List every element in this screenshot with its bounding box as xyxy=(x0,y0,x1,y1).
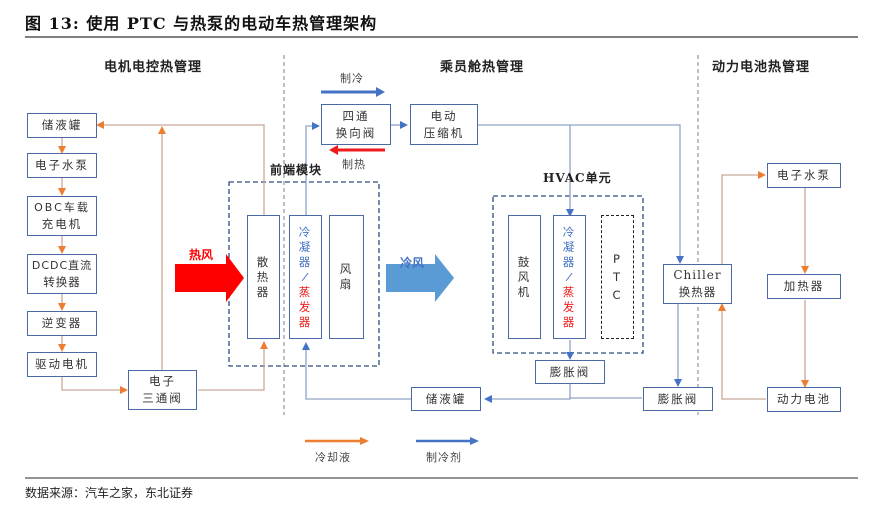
radiator-char: 器 xyxy=(256,284,271,299)
figure-source: 数据来源：汽车之家，东北证券 xyxy=(25,486,194,500)
valve-line1: 电子 xyxy=(149,374,176,388)
fan-char: 扇 xyxy=(339,277,354,291)
refrigerant-reservoir-box: 储液罐 xyxy=(411,387,481,411)
obc-line1: OBC车载 xyxy=(34,201,90,214)
hvac-evaporator-char: 蒸 xyxy=(562,284,577,299)
front-condenser-box: 冷凝器/ 蒸发器 xyxy=(289,215,322,339)
motor-pump-box: 电子水泵 xyxy=(27,153,97,178)
heating-arrow-head xyxy=(329,145,338,155)
motor-reservoir-box: 储液罐 xyxy=(27,113,97,138)
fan-label: 风扇 xyxy=(340,262,354,292)
evaporator-char: 蒸 xyxy=(298,284,313,299)
four-way-valve-box: 四通 换向阀 xyxy=(321,104,391,145)
hvac-condenser-text: 冷凝器/ xyxy=(563,225,577,285)
hvac-expansion-valve-box: 膨胀阀 xyxy=(535,360,605,384)
chiller-box: Chiller 换热器 xyxy=(663,264,732,304)
hvac-condenser-char: 凝 xyxy=(562,239,577,254)
cooling-arrow-head xyxy=(376,87,385,97)
figure-title: 图 13: 使用 PTC 与热泵的电动车热管理架构 xyxy=(25,14,378,33)
hot-air-label: 热风 xyxy=(189,248,214,262)
section-title-motor: 电机电控热管理 xyxy=(104,60,203,75)
condenser-text: 冷凝器/ xyxy=(299,225,313,285)
blower-box: 鼓风机 xyxy=(508,215,541,339)
flow-condenser-fourway xyxy=(305,122,320,216)
legend-coolant-head xyxy=(360,437,369,445)
cold-air-arrow xyxy=(386,254,454,302)
flow-expvalve-reservoir xyxy=(484,383,571,403)
flow-motor-valve xyxy=(61,377,128,394)
compressor-line2: 压缩机 xyxy=(423,125,465,140)
radiator-char: 散 xyxy=(256,254,271,269)
hvac-evaporator-text: 蒸发器 xyxy=(563,285,577,330)
section-title-cabin: 乘员舱热管理 xyxy=(440,60,525,75)
hvac-evaporator-box: 冷凝器/ 蒸发器 xyxy=(553,215,586,339)
condenser-char: 冷 xyxy=(298,224,313,239)
legend-refrigerant-label: 制冷剂 xyxy=(426,451,462,464)
hvac-condenser-char: / xyxy=(564,268,575,285)
flow-radiator-reservoir xyxy=(96,121,265,216)
cooling-label: 制冷 xyxy=(340,72,364,85)
chiller-line2: 换热器 xyxy=(678,285,717,299)
heating-label: 制热 xyxy=(342,158,366,171)
hvac-label: HVAC单元 xyxy=(543,171,612,185)
obc-box: OBC车载 充电机 xyxy=(27,196,97,236)
evaporator-text: 蒸发器 xyxy=(299,285,313,330)
fan-box: 风扇 xyxy=(329,215,364,339)
battery-box: 动力电池 xyxy=(767,387,841,412)
radiator-label: 散热器 xyxy=(257,255,271,300)
blower-char: 机 xyxy=(517,284,532,299)
front-condenser-label: 冷凝器/ 蒸发器 xyxy=(299,225,313,330)
dcdc-line2: 转换器 xyxy=(43,275,81,289)
radiator-box: 散热器 xyxy=(247,215,280,339)
hvac-condenser-char: 器 xyxy=(562,254,577,269)
hot-air-arrow xyxy=(175,254,244,302)
compressor-box: 电动 压缩机 xyxy=(410,104,478,145)
hvac-group xyxy=(492,195,644,354)
inverter-box: 逆变器 xyxy=(27,311,97,336)
heater-box: 加热器 xyxy=(767,274,841,299)
evaporator-char: 器 xyxy=(298,314,313,329)
obc-line2: 充电机 xyxy=(41,217,83,231)
flow-reservoir-condenser xyxy=(302,342,412,400)
valve-line2: 三通阀 xyxy=(142,391,183,405)
drive-motor-box: 驱动电机 xyxy=(27,352,97,377)
hvac-evaporator-char: 发 xyxy=(562,299,577,314)
legend-coolant-label: 冷却液 xyxy=(315,451,351,464)
cold-air-label: 冷风 xyxy=(400,256,425,270)
hvac-evaporator-char: 器 xyxy=(562,314,577,329)
blower-label: 鼓风机 xyxy=(518,255,532,300)
section-title-battery: 动力电池热管理 xyxy=(712,60,811,75)
legend-refrigerant-head xyxy=(470,437,479,445)
battery-pump-box: 电子水泵 xyxy=(767,163,841,188)
ptc-char: C xyxy=(612,288,623,302)
condenser-char: 凝 xyxy=(298,239,313,254)
hvac-condenser-char: 冷 xyxy=(562,224,577,239)
dcdc-box: DCDC直流 转换器 xyxy=(27,254,97,294)
flow-valve-radiator xyxy=(198,341,268,391)
ptc-char: T xyxy=(612,270,623,284)
flow-chiller-battery-pump xyxy=(721,171,766,264)
radiator-char: 热 xyxy=(256,269,271,284)
hvac-evaporator-label: 冷凝器/ 蒸发器 xyxy=(563,225,577,330)
condenser-char: / xyxy=(300,268,311,285)
three-way-valve-box: 电子 三通阀 xyxy=(128,370,197,410)
fourway-line1: 四通 xyxy=(342,108,370,123)
front-module-label: 前端模块 xyxy=(270,163,323,177)
fan-char: 风 xyxy=(339,262,354,276)
chiller-line1: Chiller xyxy=(673,268,722,282)
compressor-line1: 电动 xyxy=(430,108,458,123)
blower-char: 风 xyxy=(517,269,532,284)
evaporator-char: 发 xyxy=(298,299,313,314)
condenser-char: 器 xyxy=(298,254,313,269)
ptc-char: P xyxy=(613,252,622,266)
flow-compressor-chiller xyxy=(478,124,684,264)
dcdc-line1: DCDC直流 xyxy=(31,259,93,272)
chiller-expansion-valve-box: 膨胀阀 xyxy=(643,387,713,411)
flow-battery-chiller xyxy=(718,303,766,400)
fourway-line2: 换向阀 xyxy=(335,125,377,140)
blower-char: 鼓 xyxy=(517,254,532,269)
